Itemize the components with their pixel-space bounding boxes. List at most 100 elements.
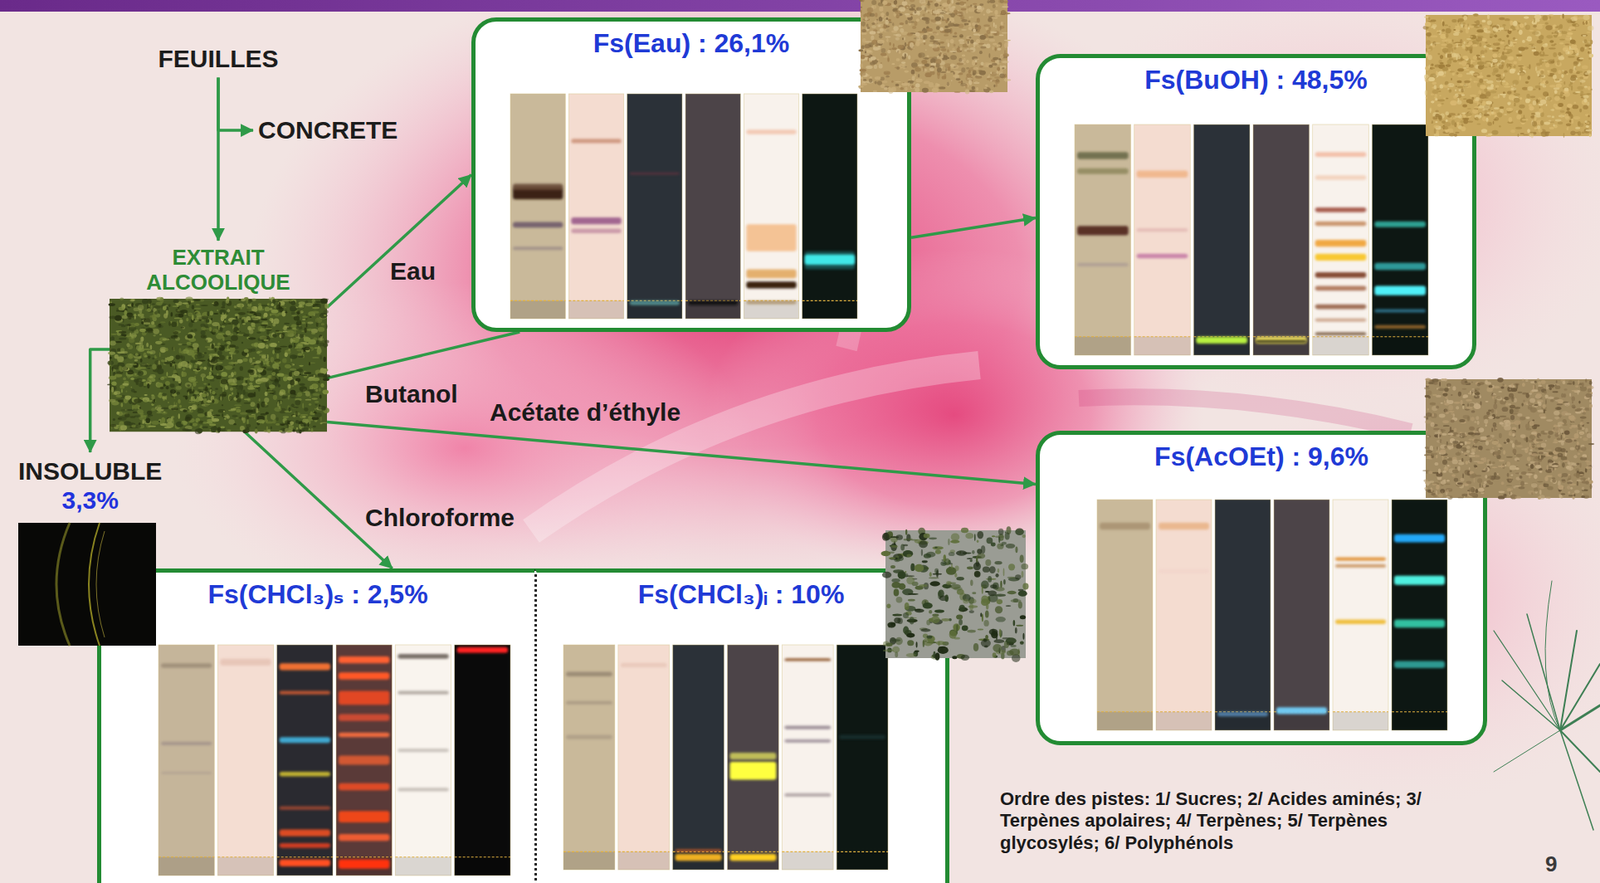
powder-grain: [912, 66, 919, 69]
tlc-origin-zone: [743, 300, 799, 319]
powder-grain: [228, 356, 231, 360]
powder-grain: [225, 355, 230, 360]
tlc-origin-zone: [568, 300, 624, 319]
powder-grain: [125, 363, 133, 369]
powder-grain: [212, 414, 220, 416]
powder-grain: [229, 386, 234, 391]
powder-grain: [295, 333, 298, 337]
powder-grain: [859, 9, 862, 14]
powder-grain: [910, 48, 913, 51]
powder-grain: [995, 24, 998, 30]
powder-grain: [249, 401, 255, 407]
powder-grain: [912, 82, 916, 85]
powder-grain: [160, 376, 165, 381]
powder-grain: [149, 374, 156, 379]
powder-grain: [108, 399, 116, 403]
powder-grain: [916, 18, 920, 22]
powder-grain: [203, 366, 207, 371]
powder-grain: [921, 87, 929, 93]
powder-grain: [143, 399, 147, 402]
powder-grain: [146, 383, 150, 389]
powder-grain: [873, 47, 880, 51]
powder-grain: [152, 328, 160, 335]
decor-sprig: [1493, 580, 1600, 830]
powder-grain: [265, 420, 274, 424]
powder-grain: [292, 337, 300, 343]
powder-grain: [966, 40, 971, 46]
powder-grain: [303, 336, 311, 342]
powder-grain: [273, 299, 280, 302]
powder-grain: [279, 345, 288, 347]
tlc-spot: [512, 246, 563, 250]
powder-grain: [318, 387, 322, 391]
powder-grain: [905, 19, 908, 25]
powder-grain: [265, 411, 269, 415]
powder-grain: [213, 425, 217, 430]
powder-grain: [195, 312, 201, 318]
powder-grain: [157, 409, 161, 413]
powder-grain: [323, 314, 327, 317]
powder-grain: [874, 76, 882, 80]
powder-grain: [263, 397, 269, 403]
powder-grain: [197, 408, 205, 414]
powder-grain: [141, 298, 148, 304]
powder-grain: [287, 384, 291, 390]
powder-grain: [246, 306, 254, 309]
powder-grain: [894, 81, 902, 83]
powder-grain: [210, 317, 213, 321]
powder-grain: [926, 9, 931, 12]
powder-grain: [913, 9, 917, 15]
powder-grain: [256, 420, 259, 423]
powder-grain: [270, 414, 276, 420]
powder-grain: [314, 303, 319, 306]
powder-grain: [209, 378, 215, 381]
powder-grain: [952, 74, 960, 79]
powder-grain: [1004, 39, 1011, 42]
powder-grain: [118, 365, 122, 371]
powder-grain: [239, 303, 242, 310]
powder-grain: [915, 32, 921, 37]
powder-grain: [235, 416, 240, 419]
powder-grain: [151, 419, 159, 425]
powder-grain: [196, 352, 205, 358]
powder-grain: [267, 302, 270, 306]
powder-grain: [120, 409, 127, 411]
powder-grain: [127, 353, 134, 359]
powder-grain: [258, 342, 266, 349]
powder-grain: [231, 391, 234, 396]
powder-grain: [258, 374, 262, 378]
powder-grain: [109, 356, 113, 360]
powder-grain: [173, 334, 179, 337]
powder-grain: [196, 346, 200, 352]
powder-grain: [228, 361, 235, 365]
powder-grain: [896, 58, 901, 62]
powder-grain: [301, 374, 308, 376]
powder-grain: [220, 379, 228, 385]
flow-arrow: [326, 175, 472, 308]
powder-grain: [296, 343, 303, 348]
powder-grain: [117, 356, 124, 362]
powder-grain: [954, 91, 961, 93]
powder-grain: [247, 310, 254, 313]
powder-grain: [185, 317, 189, 322]
powder-grain: [891, 63, 895, 65]
powder-grain: [287, 388, 291, 394]
powder-grain: [166, 418, 172, 424]
powder-grain: [257, 419, 265, 424]
powder-grain: [247, 397, 251, 401]
powder-grain: [176, 320, 179, 327]
powder-grain: [995, 14, 1001, 17]
powder-grain: [222, 312, 225, 317]
powder-grain: [185, 303, 190, 308]
powder-grain: [951, 0, 954, 5]
powder-grain: [939, 10, 947, 15]
powder-grain: [278, 390, 283, 396]
sprig-stroke: [1560, 705, 1600, 731]
powder-grain: [123, 420, 130, 425]
powder-grain: [311, 383, 318, 390]
powder-grain: [155, 340, 162, 344]
powder-grain: [919, 0, 927, 5]
powder-grain: [143, 394, 147, 396]
powder-grain: [972, 3, 977, 5]
powder-grain: [124, 395, 132, 400]
